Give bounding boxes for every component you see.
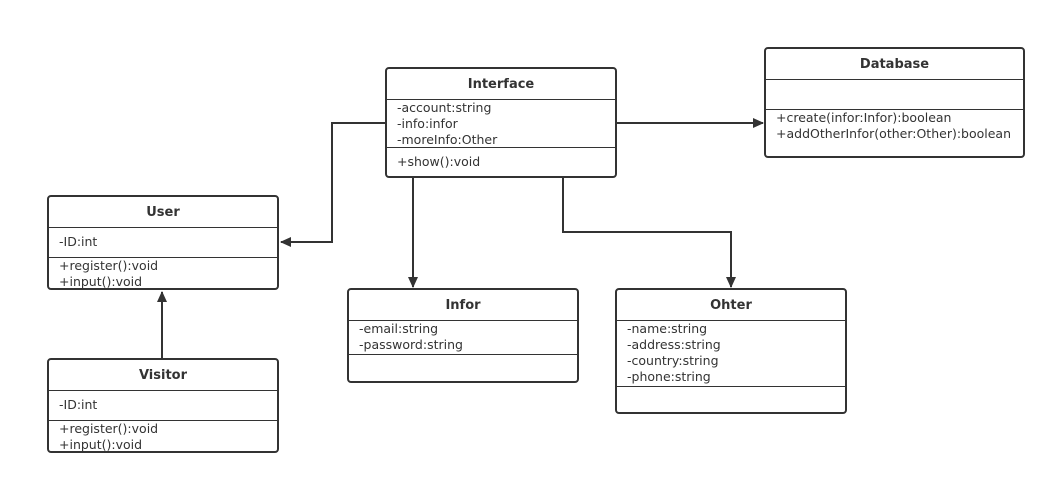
class-name: User [49,197,277,228]
method: +addOtherInfor(other:Other):boolean [776,126,1012,141]
class-name: Interface [387,69,615,100]
attribute: -ID:int [59,397,98,412]
attribute: -ID:int [59,234,98,249]
method: +input():void [59,437,143,452]
class-visitor[interactable]: Visitor -ID:int +register():void +input(… [47,358,279,453]
class-ohter[interactable]: Ohter -name:string -address:string -coun… [615,288,847,414]
class-database[interactable]: Database +create(infor:Infor):boolean +a… [764,47,1025,158]
class-methods: +register():void +input():void [49,258,277,289]
class-attributes: -email:string -password:string [349,321,577,355]
method: +input():void [59,274,143,289]
method: +register():void [59,421,159,436]
class-attributes [766,80,1023,110]
class-attributes: -account:string -info:infor -moreInfo:Ot… [387,100,615,148]
class-infor[interactable]: Infor -email:string -password:string [347,288,579,383]
connector-interface-to-ohter [562,177,736,288]
class-name: Database [766,49,1023,80]
attribute: -phone:string [627,369,711,384]
attribute: -moreInfo:Other [397,132,498,147]
class-attributes: -name:string -address:string -country:st… [617,321,845,387]
class-name: Infor [349,290,577,321]
class-attributes: -ID:int [49,391,277,421]
attribute: -country:string [627,353,719,368]
class-attributes: -ID:int [49,228,277,258]
method: +register():void [59,258,159,273]
attribute: -account:string [397,100,492,115]
attribute: -name:string [627,321,708,336]
attribute: -address:string [627,337,721,352]
attribute: -info:infor [397,116,458,131]
method: +show():void [397,154,481,169]
class-name: Ohter [617,290,845,321]
attribute: -email:string [359,321,439,336]
attribute: -password:string [359,337,463,352]
class-name: Visitor [49,360,277,391]
method: +create(infor:Infor):boolean [776,110,952,125]
connector-interface-to-user [280,122,386,247]
class-user[interactable]: User -ID:int +register():void +input():v… [47,195,279,290]
class-methods: +show():void [387,148,615,170]
class-interface[interactable]: Interface -account:string -info:infor -m… [385,67,617,178]
class-methods: +register():void +input():void [49,421,277,452]
class-methods: +create(infor:Infor):boolean +addOtherIn… [766,110,1023,142]
